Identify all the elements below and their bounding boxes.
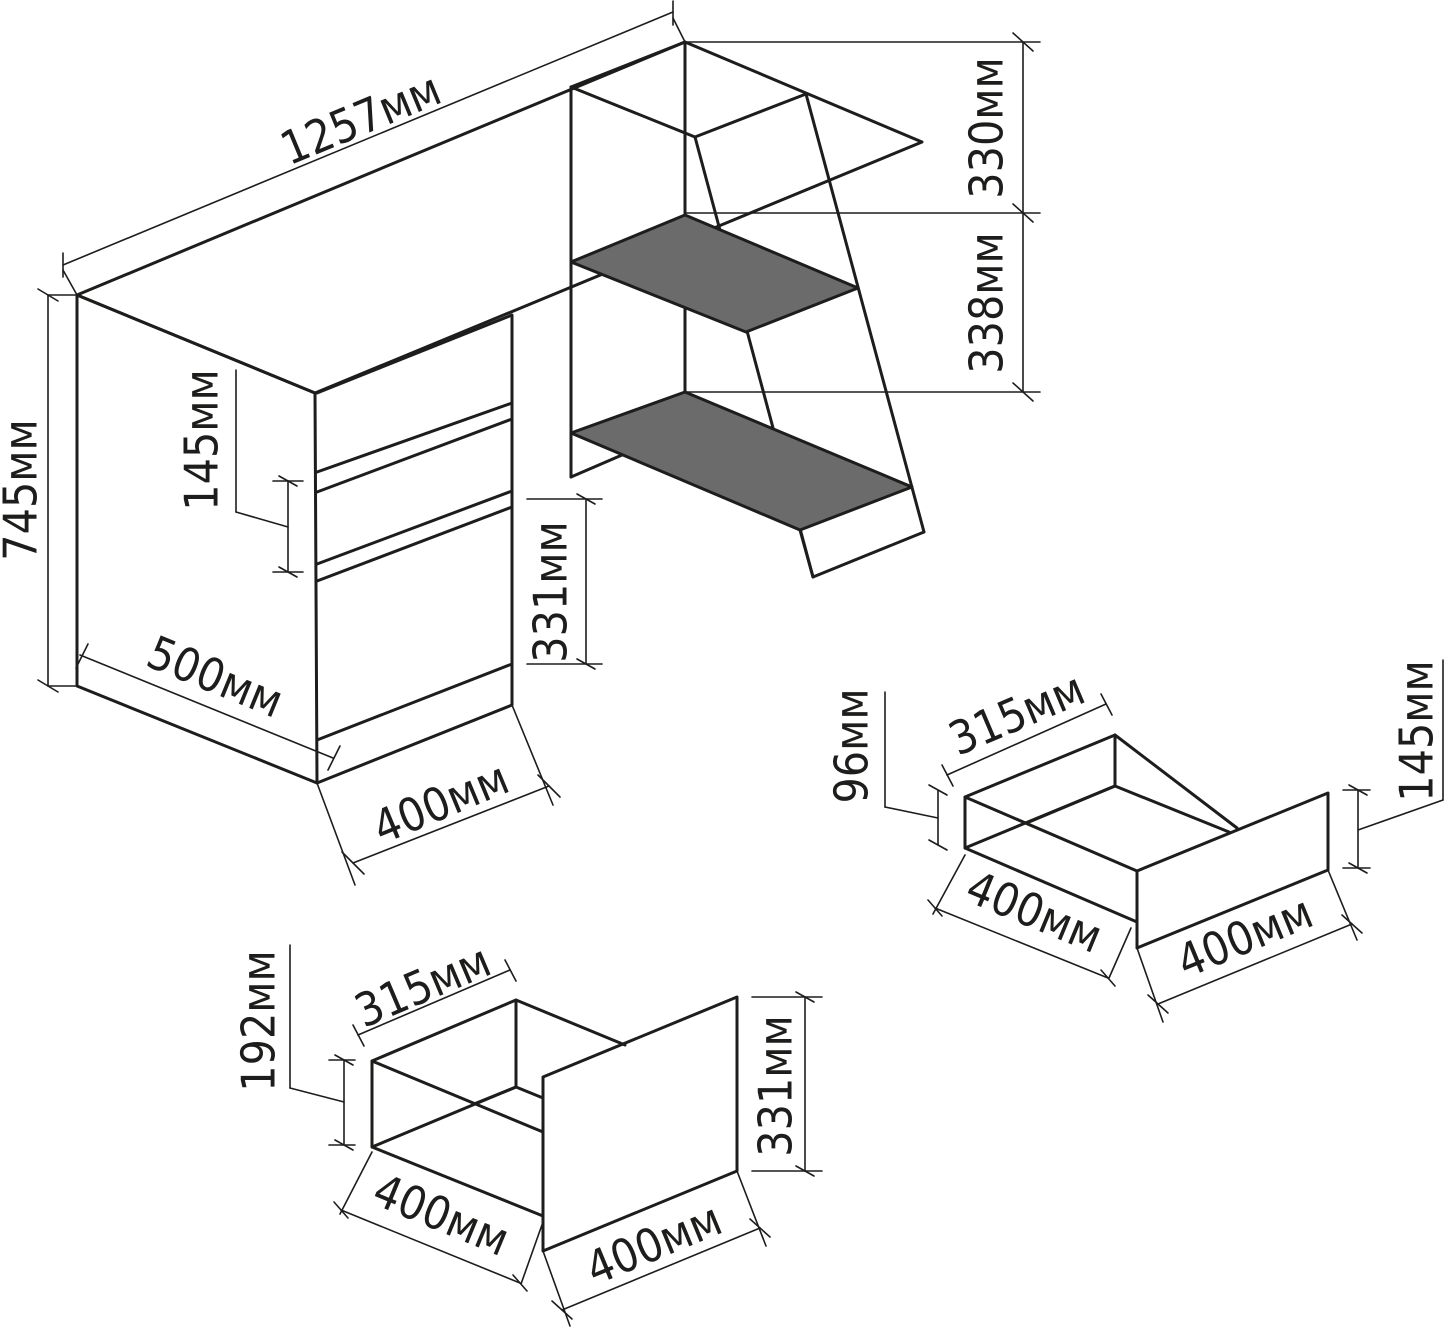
dimension-width: 1257мм: [62, 0, 686, 296]
drawer-back-edge: [514, 998, 627, 1047]
pedestal-side-panel: [75, 293, 319, 785]
dimension-label: 338мм: [960, 232, 1014, 373]
lower-shelf: [569, 390, 914, 532]
dimension-label: 745мм: [0, 419, 48, 560]
dimension-label: 330мм: [960, 57, 1014, 198]
dimension-label: 500мм: [140, 625, 291, 729]
dimension-drawer-front-large: 331мм: [524, 493, 603, 670]
desk-top: [75, 40, 924, 395]
dimension-box-height: 96мм: [825, 688, 948, 851]
dimension-label: 145мм: [175, 369, 229, 510]
dimension-label: 331мм: [749, 1015, 803, 1156]
drawer-bottom-edge: [472, 1085, 518, 1106]
large-drawer-drawing: 192мм 315мм 331мм 400мм: [232, 933, 823, 1327]
dimension-label: 400мм: [365, 751, 516, 855]
drawer-back-edge: [1113, 733, 1239, 830]
dimension-label: 315мм: [941, 661, 1092, 766]
shelf-frame-edge: [693, 92, 808, 139]
drawer-gap-line: [315, 401, 514, 474]
small-drawer-drawing: 96мм 315мм 145мм 400мм: [825, 659, 1444, 1023]
dimension-front-height: 145мм: [1342, 659, 1444, 874]
shelf-frame-edge: [569, 453, 624, 479]
drawer-gap-line: [315, 505, 514, 583]
dimension-front-width: 400мм: [1136, 869, 1363, 1023]
dimension-drawer-front-small: 145мм: [175, 369, 304, 578]
dimension-front-width: 400мм: [542, 1170, 771, 1327]
slanted-side-edge: [804, 92, 926, 534]
dimension-depth: 500мм: [75, 625, 341, 771]
dimension-inner-width: 315мм: [347, 933, 517, 1047]
dimension-drawer-block-width: 400мм: [316, 704, 561, 886]
drawer-gap-line: [315, 662, 514, 742]
dimension-label: 192мм: [232, 950, 286, 1091]
dimension-label: 331мм: [524, 521, 578, 662]
slanted-side-edge: [811, 530, 926, 579]
upper-shelf: [569, 213, 860, 334]
dimension-inner-width: 315мм: [941, 661, 1113, 787]
drawer-bottom-edge: [514, 1085, 545, 1100]
dimension-front-height: 331мм: [749, 991, 823, 1177]
dimension-label: 1257мм: [273, 62, 449, 176]
drawer-gap-line: [315, 417, 514, 494]
shelf-back-left-edge: [569, 40, 687, 89]
drawer-bottom-edge: [1027, 784, 1117, 824]
dimension-label: 145мм: [1390, 660, 1444, 801]
dimension-label: 400мм: [578, 1192, 729, 1296]
drawer-gap-line: [315, 489, 514, 566]
dimension-box-height: 192мм: [232, 944, 356, 1151]
pedestal-front-panel: [315, 313, 514, 785]
desk-drawing: 1257мм 745мм 500мм 400мм: [0, 0, 1041, 886]
dimension-shelves: 330мм 338мм: [684, 32, 1041, 402]
drawer-bottom-edge: [1113, 784, 1231, 834]
dimension-height: 745мм: [0, 288, 78, 693]
slanted-side-edge: [798, 528, 815, 579]
dimension-label: 96мм: [825, 688, 879, 803]
dimension-label: 315мм: [347, 933, 498, 1038]
shelf-frame-edge: [569, 85, 697, 139]
dimension-label: 400мм: [1169, 885, 1320, 989]
